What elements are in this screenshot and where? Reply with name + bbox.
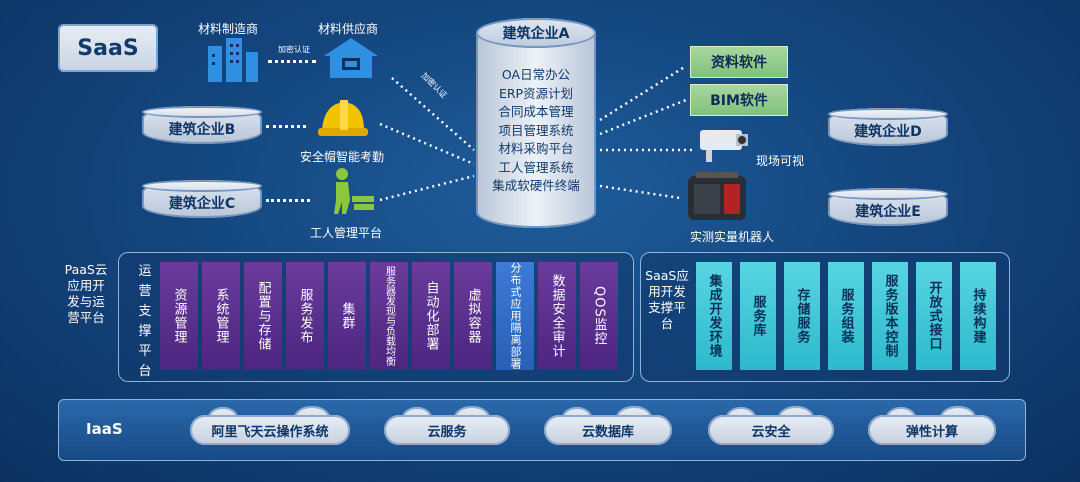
iaas-label: IaaS — [86, 420, 123, 438]
paas-title: PaaS云应用开发与运营平台 — [64, 262, 108, 325]
connector-c-worker — [266, 199, 310, 202]
saas-cell-service-lib: 服务库 — [740, 262, 776, 370]
connector-lines — [0, 0, 1080, 250]
saas-label: SaaS — [58, 24, 158, 72]
connector-b-helmet — [266, 125, 306, 128]
supplier-label: 材料供应商 — [318, 22, 379, 36]
ops-support-label: 运营支撑平台 — [138, 264, 152, 379]
building-icon — [208, 38, 258, 82]
company-d: 建筑企业D — [828, 108, 948, 146]
worker-label: 工人管理平台 — [310, 226, 383, 240]
cloud-aliyun-os: 阿里飞天云操作系统 — [190, 406, 350, 445]
paas-cell-system-mgmt: 系统管理 — [202, 262, 240, 370]
paas-cell-auto-deploy: 自动化部署 — [412, 262, 450, 370]
cloud-security: 云安全 — [708, 406, 834, 445]
paas-cell-qos: QOS监控 — [580, 262, 618, 370]
paas-cell-service-publish: 服务发布 — [286, 262, 324, 370]
system-item: 集成软硬件终端 — [492, 178, 580, 193]
company-a-cylinder — [476, 18, 596, 228]
helmet-label: 安全帽智能考勤 — [300, 150, 385, 164]
saas-cell-ci: 持续构建 — [960, 262, 996, 370]
company-a-system-list: OA日常办公 ERP资源计划 合同成本管理 项目管理系统 材料采购平台 工人管理… — [476, 66, 596, 196]
connector-manufacturer-supplier — [268, 60, 316, 63]
system-item: OA日常办公 — [501, 67, 571, 82]
saas-cell-assembly: 服务组装 — [828, 262, 864, 370]
company-b: 建筑企业B — [142, 106, 262, 144]
paas-cell-virtual-container: 虚拟容器 — [454, 262, 492, 370]
system-item: 合同成本管理 — [498, 104, 574, 119]
paas-cell-cluster: 集群 — [328, 262, 366, 370]
paas-cell-resource-mgmt: 资源管理 — [160, 262, 198, 370]
paas-cell-distributed-isolation: 分布式应用隔离部署 — [496, 262, 534, 370]
system-item: 工人管理系统 — [498, 159, 574, 175]
worker-icon — [334, 168, 374, 214]
cloud-service: 云服务 — [384, 406, 510, 445]
saas-cell-version-control: 服务版本控制 — [872, 262, 908, 370]
company-c: 建筑企业C — [142, 180, 262, 218]
cloud-elastic-compute: 弹性计算 — [868, 406, 996, 445]
robot-label: 实测实量机器人 — [690, 230, 775, 244]
bim-software-box: BIM软件 — [690, 84, 788, 116]
paas-cell-discovery-lb: 服务器发现与负载均衡 — [370, 262, 408, 370]
camera-icon — [700, 130, 748, 162]
system-item: 材料采购平台 — [498, 141, 574, 156]
manufacturer-label: 材料制造商 — [198, 22, 259, 36]
hardhat-icon — [318, 100, 368, 136]
doc-software-box: 资料软件 — [690, 46, 788, 78]
saas-cell-open-api: 开放式接口 — [916, 262, 952, 370]
saas-cell-storage: 存储服务 — [784, 262, 820, 370]
cloud-database: 云数据库 — [544, 406, 672, 445]
system-item: ERP资源计划 — [498, 85, 574, 101]
saas-dev-title: SaaS应用开发支撑平台 — [645, 268, 689, 331]
company-e: 建筑企业E — [828, 188, 948, 226]
saas-cell-ide: 集成开发环境 — [696, 262, 732, 370]
paas-cell-config-storage: 配置与存储 — [244, 262, 282, 370]
paas-cell-data-audit: 数据安全审计 — [538, 262, 576, 370]
company-a-title: 建筑企业A — [476, 18, 596, 48]
robot-icon — [688, 172, 746, 220]
onsite-visual-label: 现场可视 — [756, 154, 805, 168]
encrypt-auth-label-1: 加密认证 — [278, 45, 310, 54]
system-item: 项目管理系统 — [498, 122, 574, 138]
store-icon — [324, 38, 378, 78]
